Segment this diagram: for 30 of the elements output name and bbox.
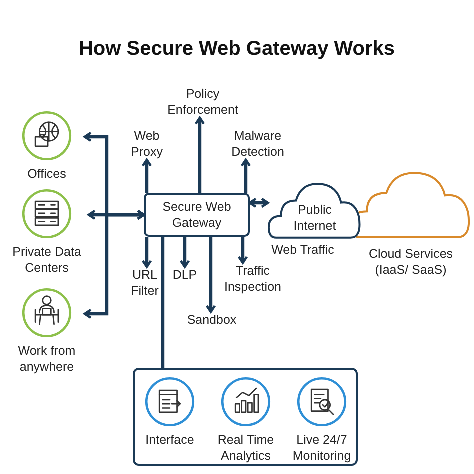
node-label: Public Internet [292, 202, 338, 234]
title: How Secure Web Gateway Works [78, 38, 396, 61]
node-label: Private Data Centers [12, 244, 82, 276]
node-label: Web Proxy [130, 128, 164, 160]
arrow [142, 158, 152, 193]
node-label: Sandbox [186, 312, 238, 328]
node-label: URL Filter [130, 267, 160, 299]
node-label: Interface [144, 432, 196, 448]
arrow [142, 237, 152, 268]
node-label: Real Time Analytics [216, 432, 276, 464]
node-label: Offices [26, 166, 68, 182]
arrow [84, 210, 146, 320]
node-label: Cloud Services (IaaS/ SaaS) [368, 246, 454, 278]
arrow [180, 237, 190, 268]
node-label: Malware Detection [230, 128, 286, 160]
node-label: DLP [172, 267, 198, 283]
arrow [206, 237, 216, 314]
gateway-box [144, 193, 250, 237]
features-panel [133, 368, 358, 466]
node-label: Work from anywhere [17, 343, 77, 375]
arrow [194, 116, 206, 193]
connector-line [161, 237, 165, 368]
node-label: Policy Enforcement [166, 86, 240, 118]
arrow [240, 158, 252, 193]
node-caption: Web Traffic [270, 242, 336, 258]
arrow [238, 237, 248, 264]
node-label: Traffic Inspection [224, 263, 282, 295]
node-label: Secure Web Gateway [162, 199, 232, 231]
node-label: Live 24/7 Monitoring [292, 432, 352, 464]
arrow [248, 198, 270, 208]
